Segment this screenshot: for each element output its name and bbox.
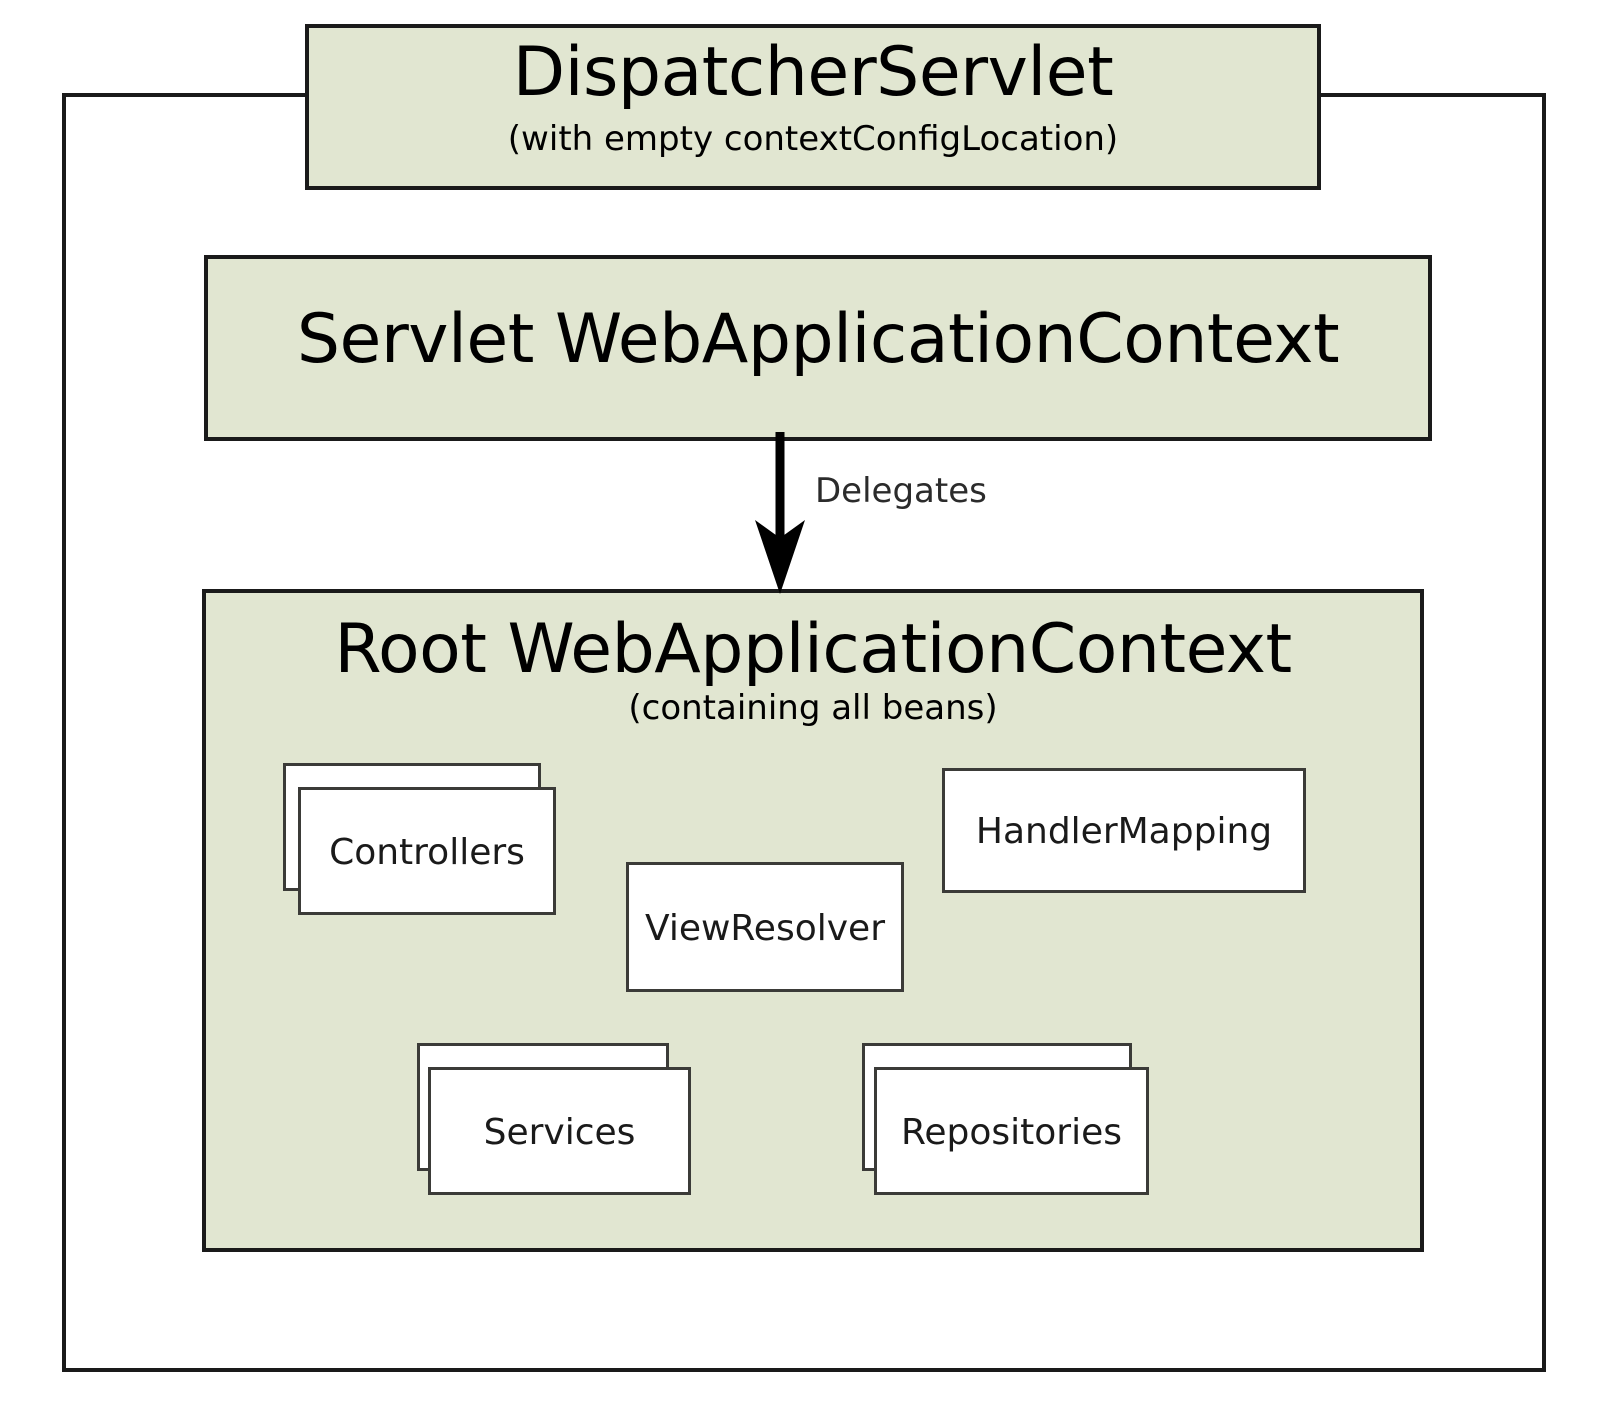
root-context-subtitle: (containing all beans) — [628, 688, 998, 728]
handler-mapping-card[interactable]: HandlerMapping — [942, 768, 1306, 893]
controllers-card[interactable]: Controllers — [298, 787, 556, 915]
delegates-arrow — [755, 432, 805, 594]
root-webapplicationcontext-box: Root WebApplicationContext (containing a… — [202, 589, 1424, 1252]
dispatcher-servlet-title: DispatcherServlet — [512, 33, 1114, 112]
repositories-card-label: Repositories — [900, 1112, 1123, 1153]
repositories-card[interactable]: Repositories — [874, 1067, 1149, 1195]
view-resolver-card[interactable]: ViewResolver — [626, 862, 904, 992]
services-card-label: Services — [483, 1112, 636, 1153]
servlet-context-title: Servlet WebApplicationContext — [296, 300, 1340, 379]
servlet-webapplicationcontext-box: Servlet WebApplicationContext — [204, 255, 1432, 441]
view-resolver-card-label: ViewResolver — [644, 908, 885, 949]
dispatcher-servlet-box: DispatcherServlet (with empty contextCon… — [305, 24, 1321, 190]
delegates-edge-label: Delegates — [815, 471, 987, 511]
handler-mapping-card-label: HandlerMapping — [975, 811, 1273, 852]
root-context-title: Root WebApplicationContext — [334, 610, 1292, 689]
dispatcher-servlet-subtitle: (with empty contextConfigLocation) — [507, 119, 1119, 159]
services-card[interactable]: Services — [428, 1067, 691, 1195]
controllers-card-label: Controllers — [329, 832, 525, 873]
